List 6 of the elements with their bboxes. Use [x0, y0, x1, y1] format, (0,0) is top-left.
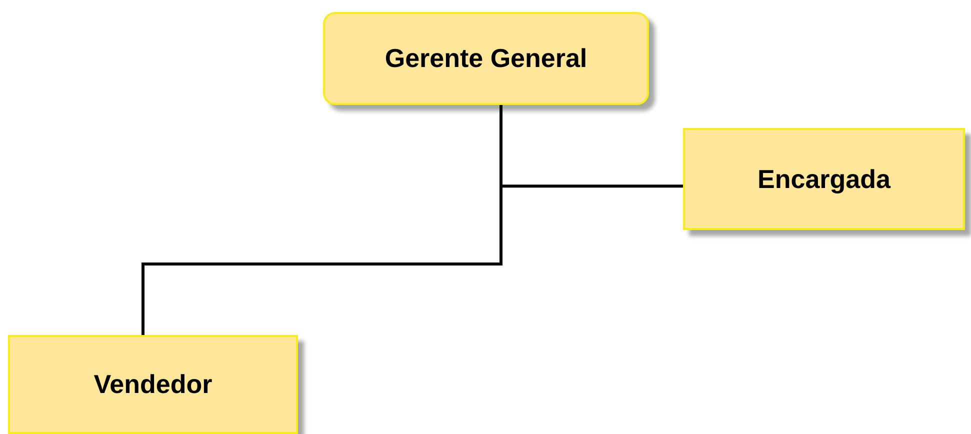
org-chart-box [323, 12, 649, 105]
box-title: Vendedor [94, 368, 212, 401]
box-title: Encargada [758, 162, 890, 196]
org-chart-box [8, 335, 298, 434]
box-title: Gerente General [384, 42, 588, 75]
org-chart-box [683, 128, 965, 230]
